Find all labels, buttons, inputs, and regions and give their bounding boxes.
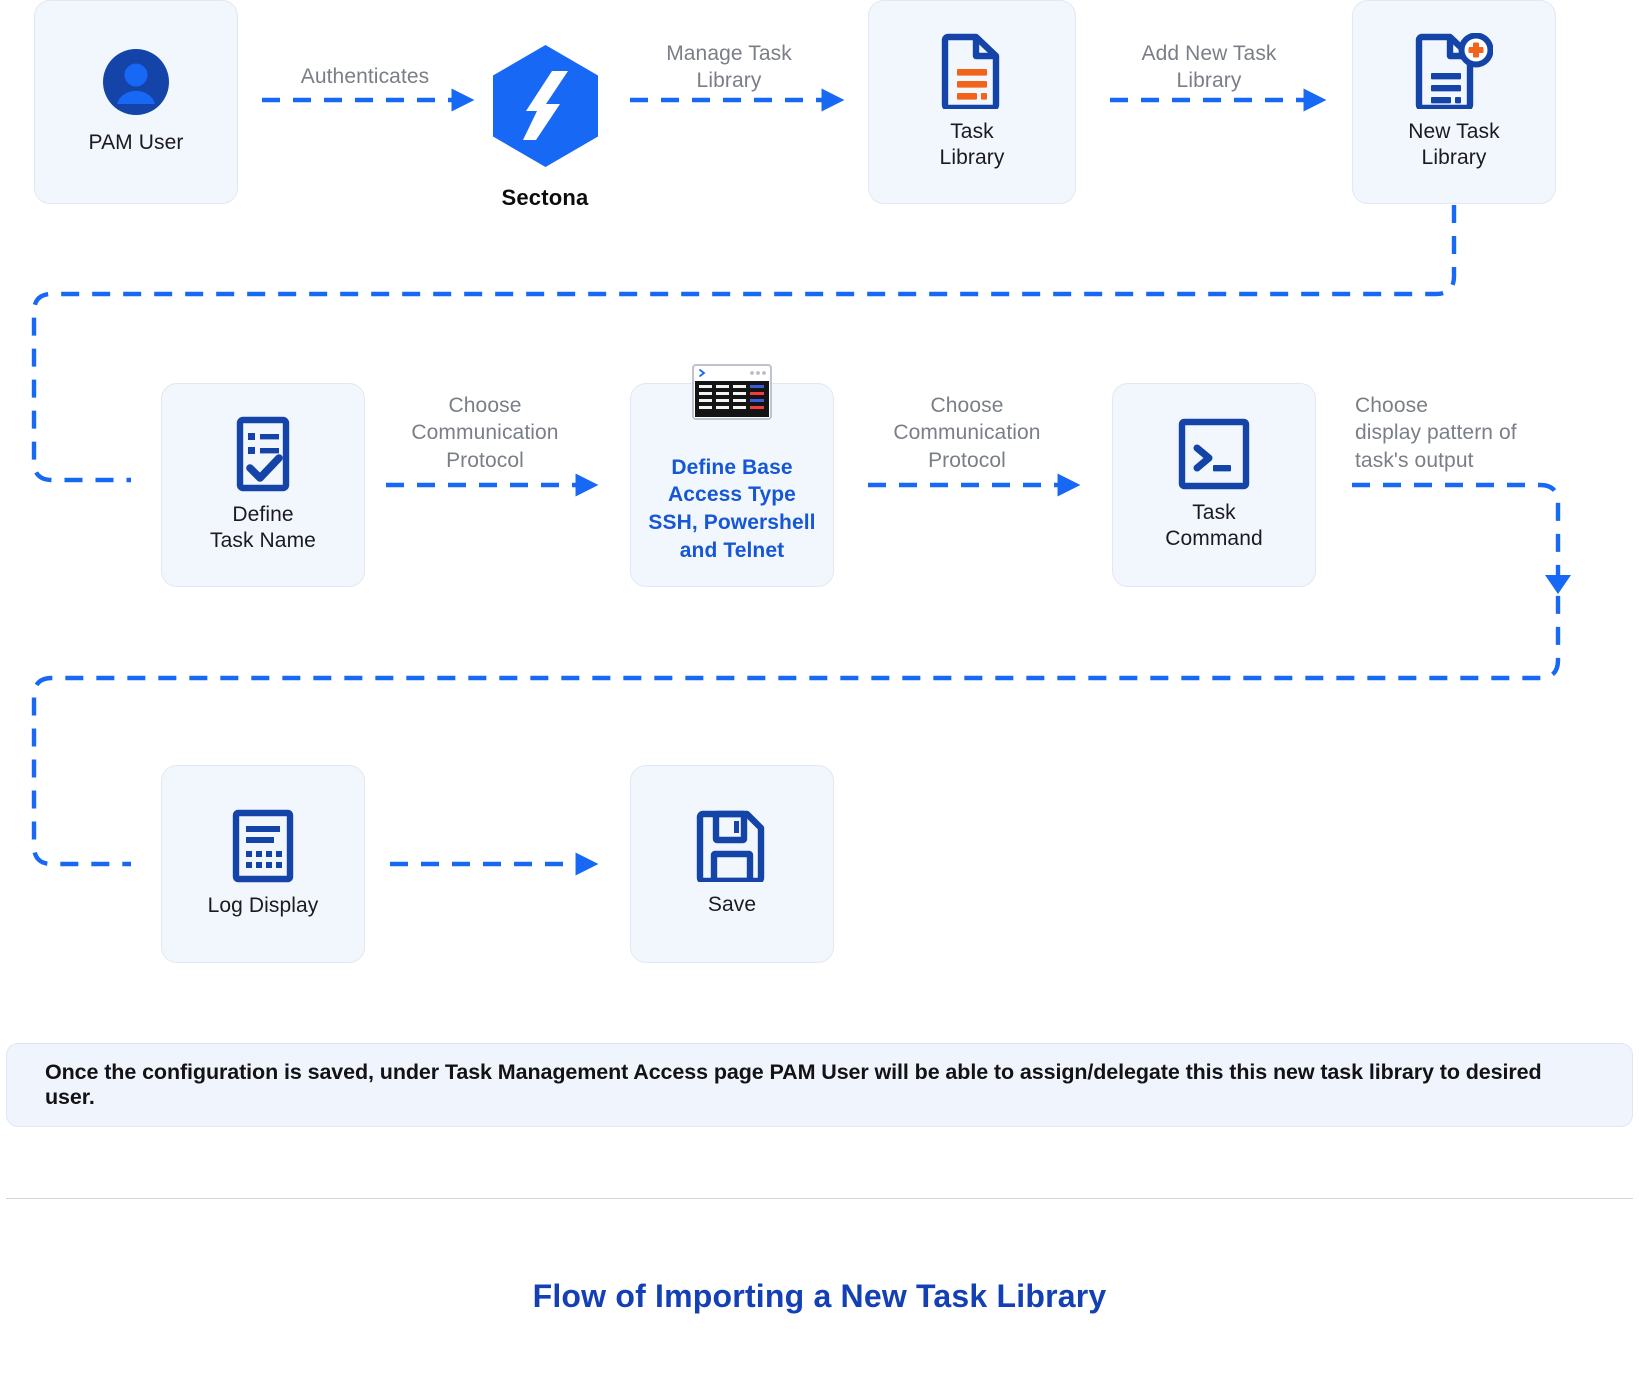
node-label: Task Command xyxy=(1165,500,1263,550)
caption-add-new-task-library: Add New Task Library xyxy=(1141,42,1277,93)
node-pam-user[interactable]: PAM User xyxy=(34,0,238,204)
node-label: Save xyxy=(707,892,757,916)
downward-arrowhead xyxy=(1545,575,1571,594)
node-label: PAM User xyxy=(88,130,184,154)
node-label: Define Task Name xyxy=(210,502,316,552)
node-task-library[interactable]: Task Library xyxy=(868,0,1076,204)
node-sectona[interactable]: Sectona xyxy=(480,44,610,211)
log-document-icon xyxy=(231,809,295,883)
checklist-icon xyxy=(232,416,294,492)
document-add-icon xyxy=(1415,32,1493,109)
user-avatar-icon xyxy=(101,48,171,120)
terminal-window-icon xyxy=(692,364,772,420)
caption-choose-protocol-1: Choose Communication Protocol xyxy=(411,394,559,472)
node-label: Define Base Access Type SSH, Powershell … xyxy=(648,455,816,562)
node-define-task-name[interactable]: Define Task Name xyxy=(161,383,365,587)
command-prompt-icon xyxy=(1178,418,1250,490)
node-save[interactable]: Save xyxy=(630,765,834,963)
node-log-display[interactable]: Log Display xyxy=(161,765,365,963)
caption-choose-display-pattern: Choose display pattern of task's output xyxy=(1355,394,1517,472)
document-list-icon xyxy=(941,33,1003,109)
note-text: Once the configuration is saved, under T… xyxy=(45,1060,1542,1109)
node-task-command[interactable]: Task Command xyxy=(1112,383,1316,587)
node-label: Sectona xyxy=(501,185,589,210)
footer-divider xyxy=(6,1198,1633,1199)
caption-authenticates: Authenticates xyxy=(300,65,430,88)
sectona-hexagon-logo xyxy=(490,44,601,173)
node-label: Log Display xyxy=(207,893,319,917)
caption-manage-task-library: Manage Task Library xyxy=(666,42,792,93)
note-banner: Once the configuration is saved, under T… xyxy=(6,1043,1633,1127)
node-label: New Task Library xyxy=(1408,119,1500,169)
caption-choose-protocol-2: Choose Communication Protocol xyxy=(893,394,1041,472)
node-define-base-access-type[interactable]: Define Base Access Type SSH, Powershell … xyxy=(630,364,834,587)
node-label: Task Library xyxy=(939,119,1005,169)
page-title: Flow of Importing a New Task Library xyxy=(532,1278,1107,1314)
node-new-task-library[interactable]: New Task Library xyxy=(1352,0,1556,204)
floppy-disk-icon xyxy=(696,810,768,882)
